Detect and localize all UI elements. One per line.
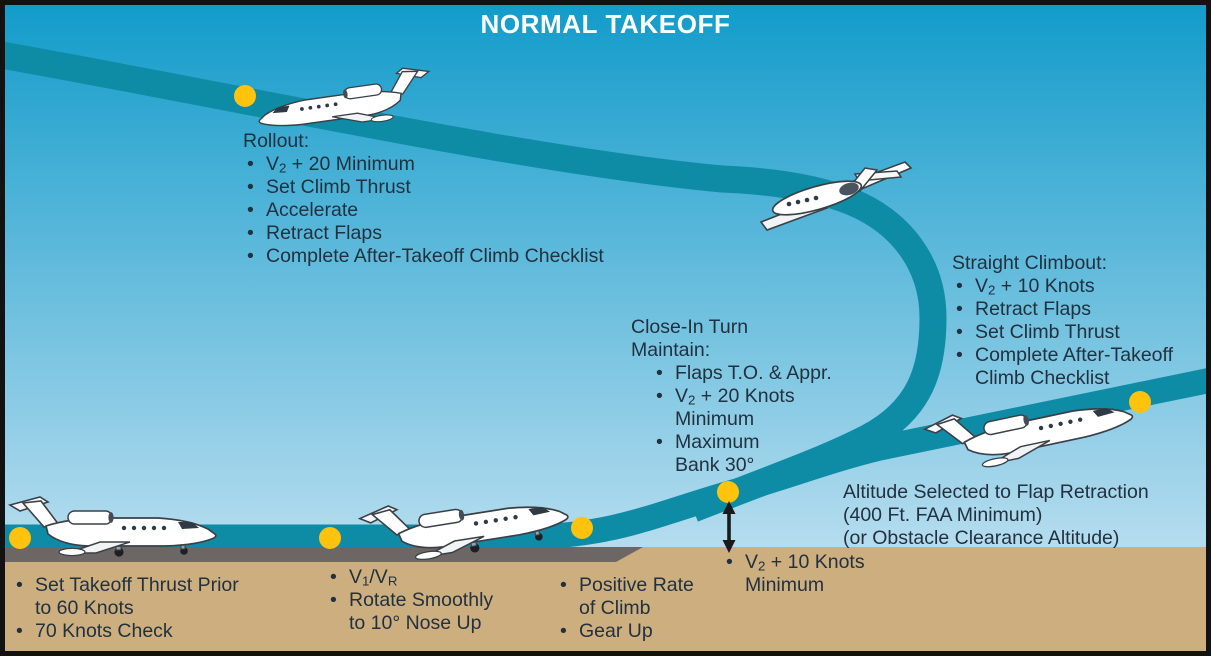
waypoint-dot <box>571 517 593 539</box>
list-item-line: to 10° Nose Up <box>349 612 482 634</box>
list-item: V2 + 20 Minimum <box>243 153 673 176</box>
callout-heading: Rollout: <box>243 130 310 152</box>
altitude-note: Altitude Selected to Flap Retraction (40… <box>843 481 1193 550</box>
list-item-line: of Climb <box>579 597 651 619</box>
list-item-line: Set Climb Thrust <box>266 176 411 198</box>
note-line: Altitude Selected to Flap Retraction <box>843 481 1149 503</box>
list-item-line: Minimum <box>675 408 755 430</box>
list-item-line: V2 + 10 Knots <box>975 275 1095 298</box>
list-item-line: Minimum <box>745 574 825 596</box>
list-item: Gear Up <box>556 620 736 643</box>
list-item: Rotate Smoothly to 10° Nose Up <box>326 589 556 635</box>
list-item-line: Set Climb Thrust <box>975 321 1120 343</box>
list-item-line: to 60 Knots <box>35 597 134 619</box>
rotation-note: V1/VR Rotate Smoothly to 10° Nose Up <box>326 566 556 635</box>
list-item-line: Set Takeoff Thrust Prior <box>35 574 239 596</box>
waypoint-dot <box>717 481 739 503</box>
list-item-line: Complete After-Takeoff <box>975 344 1173 366</box>
list-item: Set Climb Thrust <box>243 176 673 199</box>
aircraft-banking-icon <box>759 161 913 231</box>
list-item-line: V2 + 20 Minimum <box>266 153 415 176</box>
list-item: V1/VR <box>326 566 556 589</box>
list-item: Complete After-Takeoff Climb Checklist <box>952 344 1202 390</box>
callout-heading: Close-In Turn <box>631 316 749 338</box>
list-item-line: Rotate Smoothly <box>349 589 494 611</box>
close-in-turn-callout: Close-In Turn Maintain: Flaps T.O. & App… <box>631 316 851 477</box>
list-item-line: Retract Flaps <box>975 298 1091 320</box>
rollout-callout: Rollout: V2 + 20 Minimum Set Climb Thrus… <box>243 130 673 268</box>
list-item-line: V2 + 20 Knots <box>675 385 795 408</box>
list-item: Retract Flaps <box>952 298 1202 321</box>
takeoff-roll-note: Set Takeoff Thrust Prior to 60 Knots 70 … <box>12 574 282 643</box>
waypoint-dot <box>1129 391 1151 413</box>
turn-rollout-path <box>0 41 947 522</box>
straight-climbout-callout: Straight Climbout: V2 + 10 Knots Retract… <box>952 252 1202 390</box>
list-item: V2 + 20 Knots Minimum <box>652 385 851 431</box>
list-item-line: V1/VR <box>349 566 398 589</box>
list-item: Positive Rate of Climb <box>556 574 736 620</box>
list-item: V2 + 10 Knots <box>952 275 1202 298</box>
page-title: NORMAL TAKEOFF <box>480 9 731 39</box>
note-line: (or Obstacle Clearance Altitude) <box>843 527 1120 549</box>
list-item-line: Climb Checklist <box>975 367 1110 389</box>
list-item: Maximum Bank 30° <box>652 431 851 477</box>
list-item-line: Maximum <box>675 431 760 453</box>
waypoint-dot <box>9 527 31 549</box>
list-item-line: V2 + 10 Knots <box>745 551 865 574</box>
list-item-line: 70 Knots Check <box>35 620 173 642</box>
list-item: Flaps T.O. & Appr. <box>652 362 851 385</box>
note-line: (400 Ft. FAA Minimum) <box>843 504 1043 526</box>
list-item-line: Flaps T.O. & Appr. <box>675 362 832 384</box>
after-liftoff-note: Positive Rate of Climb Gear Up <box>556 574 736 643</box>
list-item: V2 + 10 Knots Minimum <box>722 551 912 597</box>
list-item: Retract Flaps <box>243 222 673 245</box>
list-item: 70 Knots Check <box>12 620 282 643</box>
list-item-line: Complete After-Takeoff Climb Checklist <box>266 245 604 267</box>
list-item: Complete After-Takeoff Climb Checklist <box>243 245 673 268</box>
list-item-line: Gear Up <box>579 620 653 642</box>
list-item: Set Climb Thrust <box>952 321 1202 344</box>
callout-heading: Maintain: <box>631 339 711 361</box>
altitude-arrow-icon <box>722 501 736 553</box>
flap-retraction-speed-note: V2 + 10 Knots Minimum <box>722 551 912 597</box>
list-item-line: Accelerate <box>266 199 359 221</box>
callout-heading: Straight Climbout: <box>952 252 1107 274</box>
list-item: Accelerate <box>243 199 673 222</box>
runway <box>0 547 643 562</box>
list-item-line: Positive Rate <box>579 574 694 596</box>
list-item-line: Retract Flaps <box>266 222 382 244</box>
list-item-line: Bank 30° <box>675 454 755 476</box>
waypoint-dot <box>319 527 341 549</box>
list-item: Set Takeoff Thrust Prior to 60 Knots <box>12 574 282 620</box>
waypoint-dot <box>234 85 256 107</box>
